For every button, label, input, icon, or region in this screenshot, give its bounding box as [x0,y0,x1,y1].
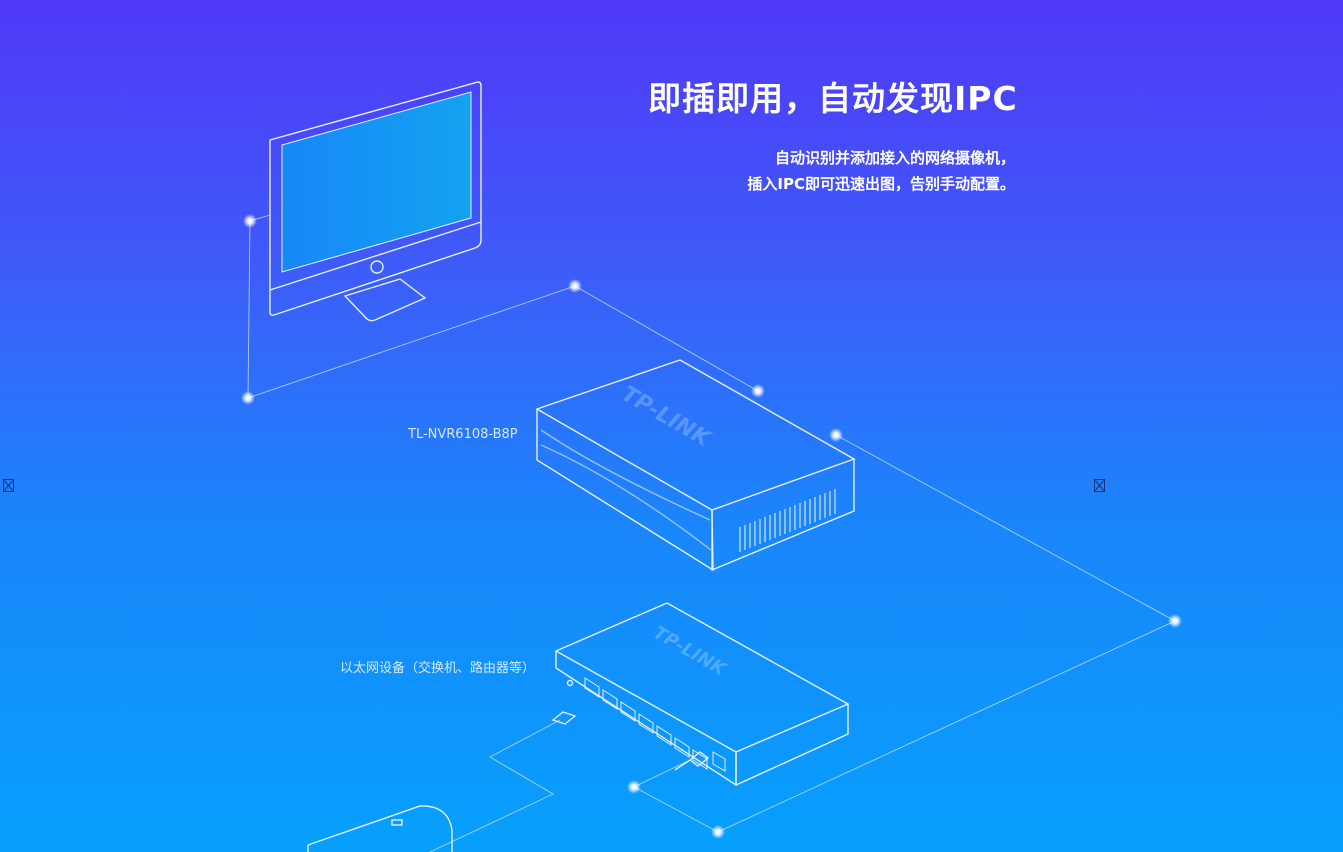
description-line: 插入IPC即可迅速出图，告别手动配置。 [747,175,1015,193]
nvr-illustration: TP-LINK [535,359,856,572]
switch-brand-logo: TP-LINK [650,622,731,681]
glow-nodes [241,214,1182,839]
camera-illustration [307,805,453,852]
monitor-illustration [269,81,482,322]
nvr-label: TL-NVR6108-B8P [408,427,518,442]
description-line: 自动识别并添加接入的网络摄像机， [774,149,1015,167]
switch-illustration: TP-LINK [551,602,850,787]
hero-title: 即插即用，自动发现IPC [648,79,1018,118]
carousel-next-icon[interactable] [1094,479,1105,492]
carousel-prev-icon[interactable] [3,479,14,492]
nvr-brand-logo: TP-LINK [617,382,716,453]
hero-description: 自动识别并添加接入的网络摄像机， 插入IPC即可迅速出图，告别手动配置。 [747,145,1015,197]
switch-label: 以太网设备（交换机、路由器等） [340,661,536,676]
